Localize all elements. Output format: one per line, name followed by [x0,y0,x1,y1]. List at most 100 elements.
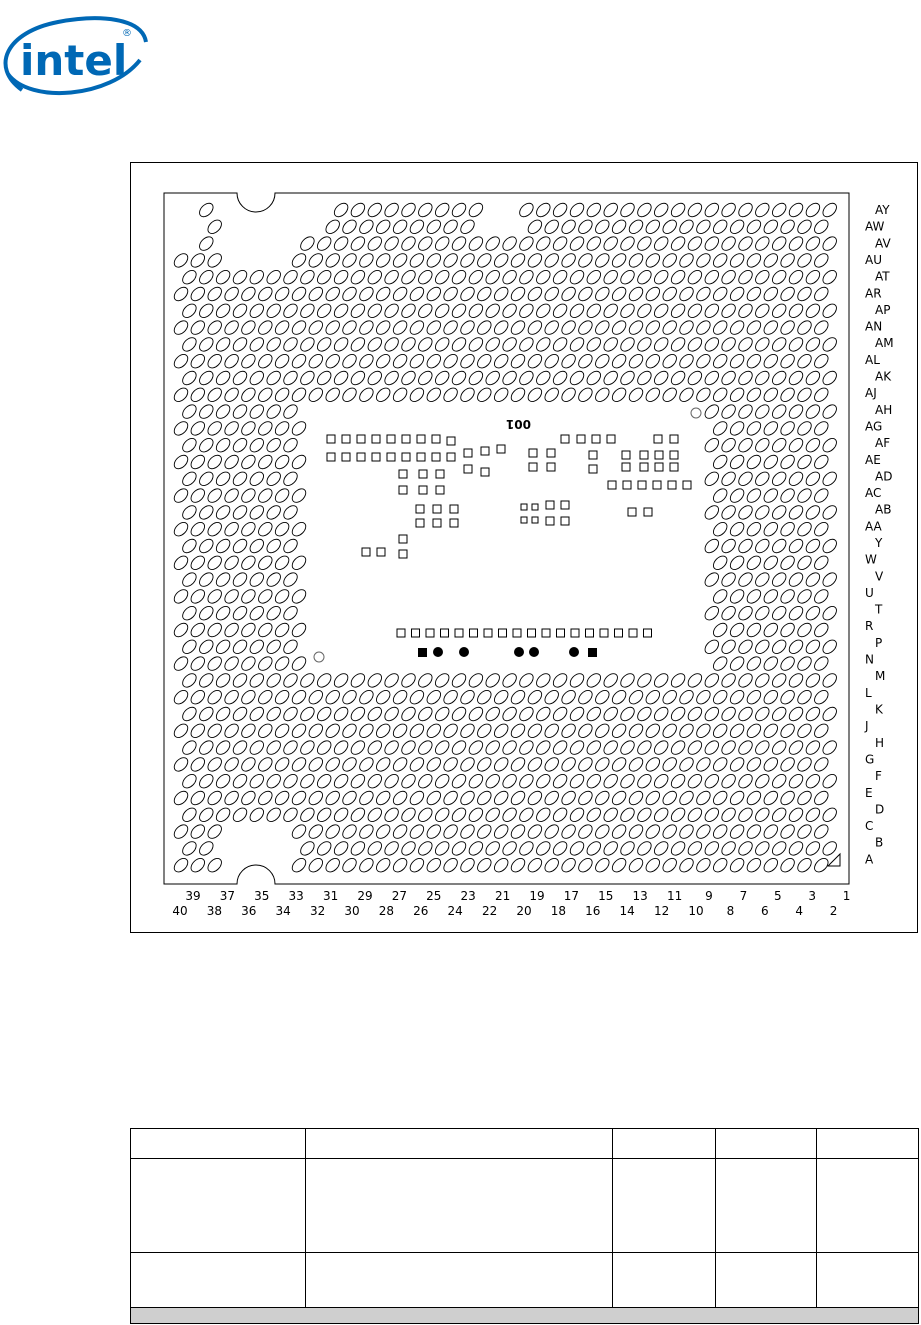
land-pad [494,253,509,268]
land-pad [763,656,778,671]
land-pad [443,824,458,839]
capacitor-pad [639,462,649,472]
land-pad [603,841,618,856]
land-pad [713,387,728,402]
land-pad [814,690,829,705]
land-pad [215,538,231,554]
capacitor-pad [653,434,663,444]
land-pad [763,824,778,839]
land-pad [232,807,248,822]
land-pad [729,488,745,503]
land-pad [755,202,770,218]
capacitor-pad [398,534,408,544]
land-pad [569,337,585,352]
column-label: 1 [843,889,851,903]
row-label: AC [865,486,881,500]
land-pad [207,858,222,873]
land-pad [822,471,837,486]
land-pad [696,354,711,369]
land-pad [788,807,804,822]
land-pad [519,841,534,856]
land-pad [342,286,357,302]
row-label: AU [865,253,882,267]
land-pad [746,253,762,268]
land-pad [266,606,281,621]
land-pad [435,706,450,722]
land-pad [519,202,534,218]
row-label: V [875,569,884,583]
land-pad [224,421,239,436]
land-pad [207,488,222,503]
land-pad [409,354,425,369]
land-pad [291,555,307,570]
land-pad [350,370,366,386]
land-pad [662,387,677,402]
land-pad [224,589,239,604]
land-pad [291,656,307,671]
land-pad [586,774,601,789]
land-pad [274,690,290,705]
column-label: 26 [413,904,428,918]
land-pad [384,807,399,822]
capacitor-pad [449,504,459,514]
row-label: H [875,736,884,750]
column-label: 9 [705,889,713,903]
land-pad [451,337,467,352]
land-pad [603,337,618,352]
land-pad [232,639,248,654]
land-pad [190,522,205,537]
land-pad [595,790,610,806]
land-pad [215,572,231,587]
land-pad [283,774,298,789]
land-pad [426,320,441,335]
column-label: 3 [808,889,816,903]
land-pad [435,740,450,755]
land-pad [772,673,787,688]
land-pad [468,841,484,856]
land-pad [713,286,728,302]
land-pad [687,236,703,251]
land-pad [620,236,635,251]
land-pad [308,354,323,369]
land-pad [780,690,795,705]
land-pad [536,370,551,386]
land-pad [502,774,517,789]
land-pad [451,774,467,789]
land-pad [729,790,745,806]
land-pad [814,555,829,570]
land-pad [763,690,778,705]
land-pad [814,723,829,738]
land-pad [207,522,222,537]
land-pad [392,757,408,772]
row-label: AV [875,236,891,250]
land-pad [788,438,804,453]
land-pad [755,370,770,386]
land-pad [637,841,652,856]
land-pad [704,538,719,554]
land-pad [797,421,812,436]
land-pad [300,236,315,251]
capacitor-pad [512,628,522,638]
land-pad [603,706,618,722]
land-pad [510,286,526,302]
land-pad [687,370,703,386]
land-pad [763,219,778,234]
land-pad [173,522,189,537]
capacitor-pad [682,480,692,490]
logo-registered-mark: ® [122,28,132,39]
land-pad [746,454,762,470]
land-pad [190,656,205,671]
land-pad [755,774,770,789]
land-pad [418,740,433,755]
capacitor-pad [588,450,598,460]
land-pad [392,723,408,738]
land-pad [317,740,332,755]
row-label: AR [865,286,882,300]
land-pad [468,337,484,352]
land-pad [620,841,635,856]
capacitor-pad [607,480,617,490]
land-pad [763,555,778,570]
land-pad [662,219,677,234]
land-pad [578,354,593,369]
land-pad [670,740,686,755]
